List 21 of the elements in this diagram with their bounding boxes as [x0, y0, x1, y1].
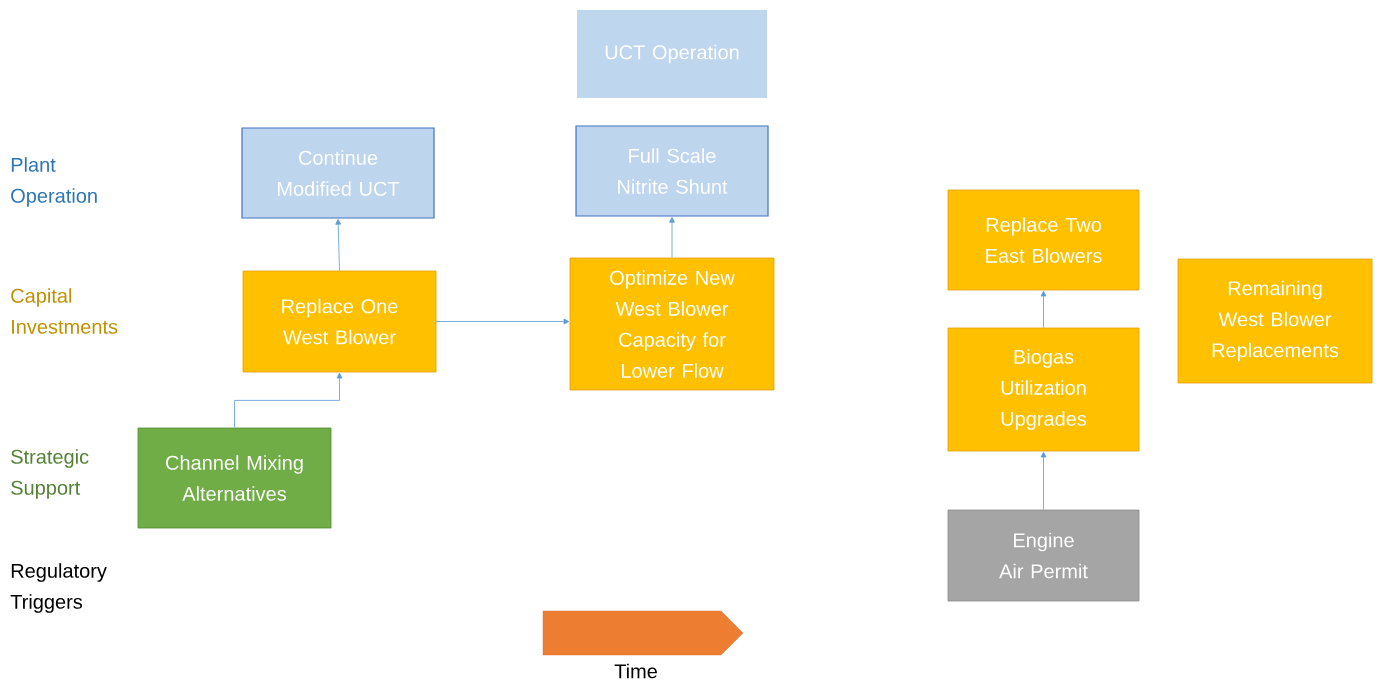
investment-box: Replace One West Blower	[242, 270, 437, 373]
investment-box: Remaining West Blower Replacements	[1177, 258, 1373, 384]
arrow	[1040, 290, 1047, 328]
arrow	[234, 372, 343, 428]
arrow	[436, 318, 570, 325]
row-label: Regulatory Triggers	[10, 563, 107, 613]
operation-box: Full Scale Nitrite Shunt	[575, 125, 769, 217]
row-label: Strategic Support	[11, 449, 89, 499]
investment-box: Biogas Utilization Upgrades	[947, 327, 1140, 452]
arrow	[335, 219, 341, 271]
arrow	[669, 217, 675, 258]
row-label: Capital Investments	[11, 288, 118, 334]
investment-box: Optimize New West Blower Capacity for Lower Flow	[569, 257, 775, 391]
operation-box: Continue Modified UCT	[241, 127, 435, 219]
investment-box: Replace Two East Blowers	[947, 189, 1140, 291]
trigger-box: Engine Air Permit	[947, 509, 1140, 602]
support-box: Channel Mixing Alternatives	[137, 427, 332, 529]
axis-label: Time	[614, 663, 657, 679]
row-label: Plant Operation	[11, 157, 97, 207]
operation-box: UCT Operation	[577, 10, 767, 98]
arrow	[1040, 451, 1047, 510]
